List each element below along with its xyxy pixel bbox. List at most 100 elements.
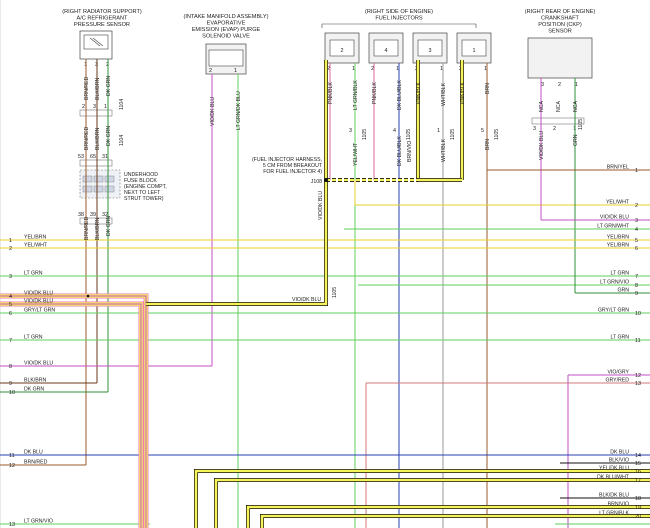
svg-text:2: 2 <box>209 68 212 74</box>
svg-text:BLK/BRN: BLK/BRN <box>95 128 101 150</box>
injector-1[interactable]: 1 <box>456 32 492 64</box>
svg-text:FOR FUEL INJECTOR 4): FOR FUEL INJECTOR 4) <box>263 169 322 175</box>
right-wire-label-19: BRN/VIO <box>608 502 629 508</box>
ckp-body <box>527 37 593 79</box>
vio-dk-blu-labels: VIO/DK BLU 1105 VIO/DK BLU <box>292 191 338 303</box>
svg-text:1: 1 <box>104 104 107 110</box>
left-pin-1: 1 <box>9 238 12 244</box>
svg-text:DK BLU/BLK: DK BLU/BLK <box>397 135 403 166</box>
right-pin-3: 3 <box>635 218 638 224</box>
right-wire-label-7: LT GRN <box>610 271 629 277</box>
svg-text:1104: 1104 <box>119 99 125 110</box>
svg-text:2: 2 <box>341 48 344 54</box>
right-wire-label-12: VIO/GRY <box>607 370 629 376</box>
ckp-title-3: POSITION (CKP) <box>538 22 582 28</box>
left-wire-label-3: LT GRN <box>24 271 43 277</box>
underhood-fuse-block[interactable]: UNDERHOOD FUSE BLOCK (ENGINE COMPT, NEXT… <box>79 169 167 202</box>
left-wire-label-11: DK BLU <box>24 450 43 456</box>
right-wire-label-20: LT GRN/BLK <box>599 511 629 517</box>
svg-text:1: 1 <box>484 66 487 72</box>
right-pin-15: 15 <box>635 461 641 467</box>
ckp-sensor[interactable]: (RIGHT REAR OF ENGINE) CRANKSHAFT POSITI… <box>525 9 596 132</box>
injector-4[interactable]: 4 <box>368 32 404 64</box>
svg-text:3: 3 <box>541 82 544 88</box>
svg-text:LT GRN/DK BLU: LT GRN/DK BLU <box>236 91 242 130</box>
svg-text:NCA: NCA <box>556 101 562 112</box>
injectors-title-1: (RIGHT SIDE OF ENGINE) <box>365 9 433 15</box>
svg-text:GRN: GRN <box>573 134 579 146</box>
right-wire-label-8: LT GRN/VIO <box>600 280 629 286</box>
svg-text:2: 2 <box>327 66 330 72</box>
left-pin-10: 10 <box>9 390 15 396</box>
ac-sensor-title-3: PRESSURE SENSOR <box>74 22 130 28</box>
svg-text:BLK/BRN: BLK/BRN <box>95 218 101 240</box>
svg-text:PNK/BLK: PNK/BLK <box>460 82 466 104</box>
svg-text:1: 1 <box>234 68 237 74</box>
right-pin-16: 16 <box>635 469 641 475</box>
fuel-injectors[interactable]: (RIGHT SIDE OF ENGINE) FUEL INJECTORS 2 … <box>321 9 492 72</box>
left-pin-13: 13 <box>9 522 15 528</box>
svg-text:1105: 1105 <box>450 129 456 140</box>
svg-text:38: 38 <box>78 212 84 218</box>
svg-text:3: 3 <box>533 126 536 132</box>
svg-text:1105: 1105 <box>362 129 368 140</box>
svg-text:1105: 1105 <box>406 129 412 140</box>
svg-text:1: 1 <box>575 82 578 88</box>
left-wire-label-2: YEL/WHT <box>24 243 48 249</box>
svg-text:BRN/RED: BRN/RED <box>84 126 90 150</box>
right-pin-4: 4 <box>635 227 638 233</box>
right-pin-5: 5 <box>635 238 638 244</box>
wire-yel-wht-inj[interactable] <box>354 180 650 206</box>
right-wire-label-1: BRN/YEL <box>607 165 629 171</box>
svg-text:1105: 1105 <box>494 129 500 140</box>
injector-3[interactable]: 3 <box>412 32 448 64</box>
svg-text:4: 4 <box>393 128 396 134</box>
svg-text:1: 1 <box>473 48 476 54</box>
svg-text:VIO/DK BLU: VIO/DK BLU <box>292 297 321 303</box>
left-wire-label-9: BLK/BRN <box>24 378 46 384</box>
right-wire-label-15: BLK/VIO <box>609 458 629 464</box>
svg-text:1: 1 <box>440 66 443 72</box>
left-wire-label-7: LT GRN <box>24 335 43 341</box>
left-wire-label-12: BRN/RED <box>24 460 48 466</box>
svg-text:4: 4 <box>385 48 388 54</box>
highlighted-circuit[interactable] <box>0 60 650 528</box>
left-pin-11: 11 <box>9 453 15 459</box>
left-pin-9: 9 <box>9 381 12 387</box>
evap-title-1: (INTAKE MANIFOLD ASSEMBLY) <box>184 14 269 20</box>
svg-text:2: 2 <box>82 104 85 110</box>
ac-pressure-sensor[interactable]: (RIGHT RADIATOR SUPPORT) A/C REFRIGERANT… <box>62 9 142 68</box>
ckp-connector <box>531 117 585 125</box>
svg-text:2: 2 <box>371 66 374 72</box>
injector-2[interactable]: 2 <box>324 32 360 64</box>
evap-purge-solenoid[interactable]: (INTAKE MANIFOLD ASSEMBLY) EVAPORATIVE E… <box>184 14 269 75</box>
ac-sensor-title-1: (RIGHT RADIATOR SUPPORT) <box>62 9 142 15</box>
ac-connector-c3: 38 39 32 <box>78 212 113 225</box>
right-pin-7: 7 <box>635 274 638 280</box>
right-pin-13: 13 <box>635 381 641 387</box>
svg-text:1: 1 <box>437 128 440 134</box>
hl-left-yellow <box>0 294 148 528</box>
hl-left2-pink-edge <box>0 301 144 528</box>
right-pin-9: 9 <box>635 291 638 297</box>
svg-text:VIO/DK BLU: VIO/DK BLU <box>318 191 324 220</box>
fuse-block-label-4: NEXT TO LEFT <box>124 190 161 196</box>
ckp-title-2: CRANKSHAFT <box>541 16 579 22</box>
hl-left-pink-edge <box>0 293 149 528</box>
svg-text:2: 2 <box>553 126 556 132</box>
svg-text:BRN/RED: BRN/RED <box>84 76 90 100</box>
right-wire-label-13: GRY/RED <box>605 378 629 384</box>
svg-text:PNK/BLK: PNK/BLK <box>416 82 422 104</box>
right-wire-label-6: YEL/BRN <box>607 243 629 249</box>
svg-text:1104: 1104 <box>119 135 125 146</box>
left-pin-7: 7 <box>9 338 12 344</box>
svg-text:53: 53 <box>78 154 84 160</box>
injectors-title-2: FUEL INJECTORS <box>375 16 423 22</box>
svg-text:3: 3 <box>349 128 352 134</box>
hl-left2-core <box>0 303 142 528</box>
svg-text:5 CM FROM BREAKOUT: 5 CM FROM BREAKOUT <box>263 163 323 169</box>
left-pin-2: 2 <box>9 246 12 252</box>
